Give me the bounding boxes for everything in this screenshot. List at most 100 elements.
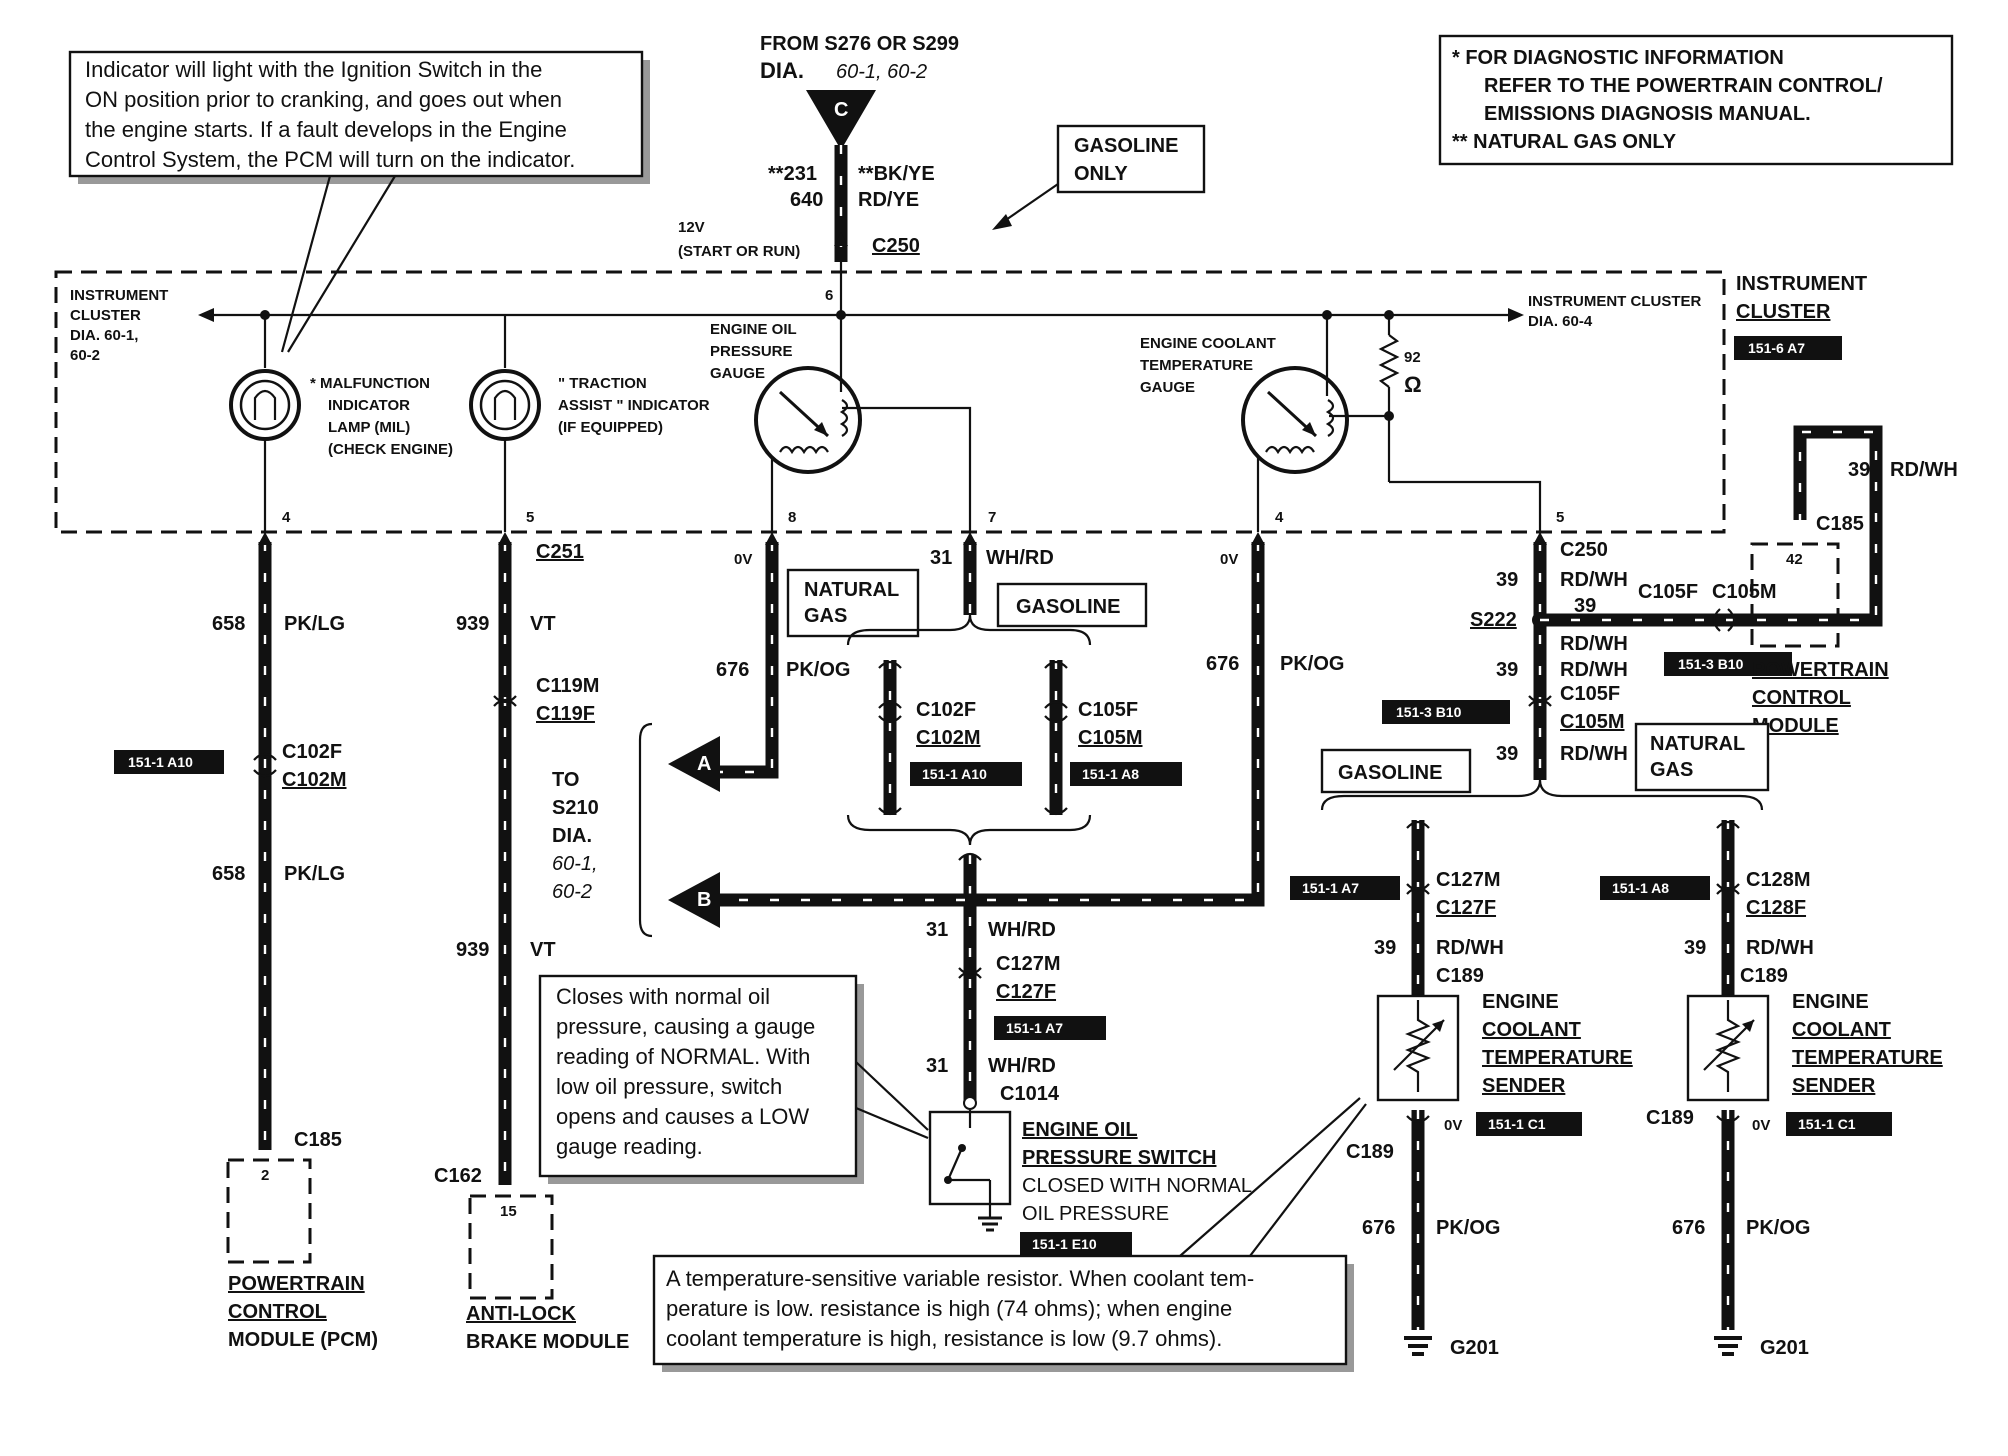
cluster-left-3: DIA. 60-1, <box>70 327 138 344</box>
c102f-left: C102F <box>282 741 342 763</box>
cluster-dia-60-4-1: INSTRUMENT CLUSTER <box>1528 293 1701 310</box>
mil-note-4: Control System, the PCM will turn on the… <box>85 147 575 172</box>
gasoline-right: GASOLINE <box>1338 762 1442 784</box>
pin-4-coolant: 4 <box>1275 509 1284 526</box>
ov-sender-right: 0V <box>1752 1117 1770 1134</box>
pin-4-mil: 4 <box>282 509 291 526</box>
c189-c: C189 <box>1740 965 1788 987</box>
right-wires: C250 39 RD/WH S222 39 C105F C105M 151-3 … <box>1290 425 1958 1359</box>
w39-d: 39 <box>1496 743 1518 765</box>
oil-gauge-label-1: ENGINE OIL <box>710 321 797 338</box>
w31-low: 31 <box>926 1055 948 1077</box>
ref-151-1-e10: 151-1 E10 <box>1032 1236 1097 1252</box>
oil-switch-sub-2: OIL PRESSURE <box>1022 1203 1169 1225</box>
pin-5-traction: 5 <box>526 509 534 526</box>
instrument-cluster: INSTRUMENT CLUSTER DIA. 60-1, 60-2 INSTR… <box>54 262 1867 534</box>
ref-151-1-c1-left: 151-1 C1 <box>1488 1116 1546 1132</box>
s222: S222 <box>1470 609 1517 631</box>
cluster-right-title-2: CLUSTER <box>1736 301 1831 323</box>
ov-oil: 0V <box>734 551 752 568</box>
c105m-right-b: C105M <box>1560 711 1624 733</box>
oil-switch-label-1: ENGINE OIL <box>1022 1119 1138 1141</box>
ref-151-1-a8-right: 151-1 A8 <box>1612 880 1669 896</box>
c189-d: C189 <box>1646 1107 1694 1129</box>
oil-note-6: gauge reading. <box>556 1134 703 1159</box>
pkog-right-a: PK/OG <box>1436 1217 1500 1239</box>
oil-switch-label-2: PRESSURE SWITCH <box>1022 1147 1216 1169</box>
c128m: C128M <box>1746 869 1810 891</box>
voltage-12v: 12V <box>678 219 705 236</box>
c127f-center: C127F <box>996 981 1056 1003</box>
ground-icon-left <box>1404 1336 1432 1356</box>
c127m-center: C127M <box>996 953 1060 975</box>
cluster-left-2: CLUSTER <box>70 307 141 324</box>
mil-label-4: (CHECK ENGINE) <box>328 441 453 458</box>
abs-label-1: ANTI-LOCK <box>466 1303 577 1325</box>
pcm-module-box <box>226 1158 312 1264</box>
oil-gauge-label-2: PRESSURE <box>710 343 793 360</box>
ref-151-3-b10-upper: 151-3 B10 <box>1678 656 1744 672</box>
ref-151-6-a7: 151-6 A7 <box>1748 340 1805 356</box>
whrd-low: WH/RD <box>988 1055 1056 1077</box>
w31-mid: 31 <box>926 919 948 941</box>
pin-7: 7 <box>988 509 996 526</box>
ov-sender-left: 0V <box>1444 1117 1462 1134</box>
ref-151-1-c1-right: 151-1 C1 <box>1798 1116 1856 1132</box>
rdwh-e: RD/WH <box>1436 937 1504 959</box>
pkog-coolant: PK/OG <box>1280 653 1344 675</box>
gasoline-box-center <box>996 582 1148 628</box>
cluster-dia-60-4-2: DIA. 60-4 <box>1528 313 1593 330</box>
to-s210-5: 60-2 <box>552 881 592 903</box>
sender-note-1: A temperature-sensitive variable resisto… <box>666 1266 1254 1291</box>
c102m-left: C102M <box>282 769 346 791</box>
resistor-value: 92 <box>1404 349 1421 366</box>
ground-icon-right <box>1714 1336 1742 1356</box>
rdwh-pcm: RD/WH <box>1890 459 1958 481</box>
c1014: C1014 <box>1000 1083 1060 1105</box>
color-bkye: **BK/YE <box>858 163 935 185</box>
circuit-231: **231 <box>768 163 817 185</box>
c119f: C119F <box>536 703 595 725</box>
abs-label-2: BRAKE MODULE <box>466 1331 629 1353</box>
sender-right-1: ENGINE <box>1792 991 1869 1013</box>
pcm-right-box <box>1750 542 1840 648</box>
pin-6: 6 <box>825 287 833 304</box>
source-dia-ref: 60-1, 60-2 <box>836 61 927 83</box>
gasoline-box-right <box>1320 748 1472 794</box>
abs-pin-15: 15 <box>500 1203 517 1220</box>
oil-note-5: opens and causes a LOW <box>556 1104 809 1129</box>
resistor-92-ohm-icon <box>1378 334 1400 388</box>
c185-right: C185 <box>1816 513 1864 535</box>
mil-note-1: Indicator will light with the Ignition S… <box>85 57 542 82</box>
legend-line-1: * FOR DIAGNOSTIC INFORMATION <box>1452 47 1784 69</box>
coolant-gauge-label-1: ENGINE COOLANT <box>1140 335 1276 352</box>
sender-left-4: SENDER <box>1482 1075 1566 1097</box>
c127m-right: C127M <box>1436 869 1500 891</box>
to-s210-3: DIA. <box>552 825 592 847</box>
ref-151-1-a7-center: 151-1 A7 <box>1006 1020 1063 1036</box>
natural-gas-left-1: NATURAL <box>804 579 899 601</box>
gasoline-only-2: ONLY <box>1074 163 1128 185</box>
sender-left-3: TEMPERATURE <box>1482 1047 1633 1069</box>
mil-label-1: * MALFUNCTION <box>310 375 430 392</box>
rdwh-f: RD/WH <box>1746 937 1814 959</box>
mil-callout: Indicator will light with the Ignition S… <box>68 50 650 353</box>
pcm-label-2: CONTROL <box>228 1301 327 1323</box>
to-s210-1: TO <box>552 769 579 791</box>
c185-left: C185 <box>294 1129 342 1151</box>
w676-right-b: 676 <box>1672 1217 1705 1239</box>
c250-right: C250 <box>1560 539 1608 561</box>
rdwh-d: RD/WH <box>1560 743 1628 765</box>
natural-gas-box-right <box>1634 722 1770 792</box>
gasoline-center: GASOLINE <box>1016 596 1120 618</box>
ref-151-1-a10-left: 151-1 A10 <box>128 754 193 770</box>
sender-right-3: TEMPERATURE <box>1792 1047 1943 1069</box>
connector-c-triangle <box>806 90 876 150</box>
pcm-right-label-1: POWERTRAIN <box>1752 659 1889 681</box>
pcm-label-1: POWERTRAIN <box>228 1273 365 1295</box>
mil-label-2: INDICATOR <box>328 397 410 414</box>
c127f-right: C127F <box>1436 897 1496 919</box>
pcm-pin-2: 2 <box>261 1167 269 1184</box>
c189-a: C189 <box>1436 965 1484 987</box>
power-source: FROM S276 OR S299 DIA. 60-1, 60-2 C **23… <box>678 33 1206 262</box>
